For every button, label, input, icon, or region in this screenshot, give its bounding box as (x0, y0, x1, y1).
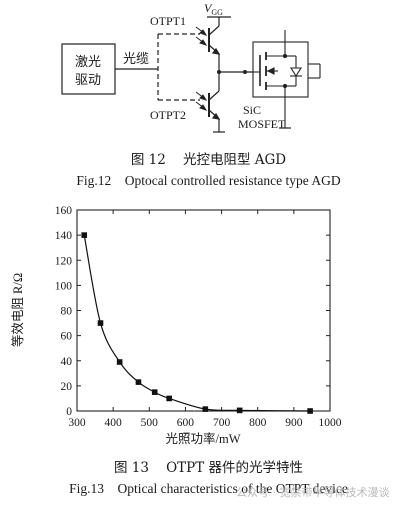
sic-label: SiC (243, 103, 261, 117)
x-tick-label: 800 (249, 417, 267, 429)
y-tick-label: 160 (55, 205, 73, 217)
circuit-diagram: 激光 驱动 光缆 OTPT1 OTPT2 VGG (61, 1, 321, 133)
otpt2-transistor-icon (208, 90, 221, 120)
data-point (81, 232, 88, 238)
otpt2-label: OTPT2 (150, 108, 186, 122)
y-tick-label: 60 (61, 331, 73, 343)
y-axis-label: 等效电阻 R/Ω (10, 273, 25, 347)
vgg-label: VGG (204, 1, 223, 17)
laser-driver-box (61, 43, 116, 95)
otpt1-transistor-icon (208, 25, 221, 55)
x-tick-label: 300 (68, 417, 86, 429)
resistance-chart: 300 400 500 600 700 800 900 1000 0 20 40 60 80 100 120… (10, 205, 342, 446)
data-point (116, 359, 123, 365)
ground-icon (213, 119, 225, 133)
data-point (151, 389, 158, 395)
plot-frame (76, 209, 331, 412)
y-tick-label: 120 (55, 255, 73, 267)
sic-mosfet-icon (252, 30, 321, 128)
mosfet-label: MOSFET (238, 117, 286, 131)
light-arrow-icon (195, 91, 208, 111)
y-tick-label: 140 (55, 230, 73, 242)
x-tick-label: 400 (105, 417, 123, 429)
figure12-caption-en: Fig.12 Optocal controlled resistance typ… (76, 173, 341, 188)
figure13-caption-cn: 图 13 OTPT 器件的光学特性 (113, 460, 304, 476)
data-point (202, 406, 209, 412)
y-tick-label: 20 (61, 381, 73, 393)
figure13-caption-en: Fig.13 Optical characteristics of the OT… (69, 481, 348, 496)
laser-driver-label-1: 激光 (75, 54, 101, 69)
watermark: 公众号 · 宽禁带半导体技术漫谈 (236, 486, 390, 499)
data-point (236, 407, 243, 414)
data-point (135, 379, 142, 385)
otpt1-label: OTPT1 (150, 14, 186, 28)
x-tick-label: 500 (141, 417, 159, 429)
y-tick-label: 80 (61, 306, 73, 318)
cable-label: 光缆 (123, 51, 149, 66)
data-point (307, 408, 313, 414)
light-arrow-icon (195, 26, 208, 46)
data-point (166, 395, 172, 402)
y-tick-label: 100 (55, 280, 73, 292)
data-point (97, 320, 104, 326)
figure12-caption-cn: 图 12 光控电阻型 AGD (130, 152, 287, 168)
series-curve (83, 235, 311, 412)
x-tick-label: 600 (177, 417, 195, 429)
laser-driver-label-2: 驱动 (75, 72, 101, 87)
y-tick-label: 0 (66, 406, 72, 418)
x-tick-label: 1000 (319, 417, 342, 429)
x-axis-label: 光照功率/mW (166, 431, 241, 446)
y-tick-label: 40 (61, 356, 73, 368)
x-tick-label: 900 (285, 417, 303, 429)
x-tick-label: 700 (213, 417, 231, 429)
